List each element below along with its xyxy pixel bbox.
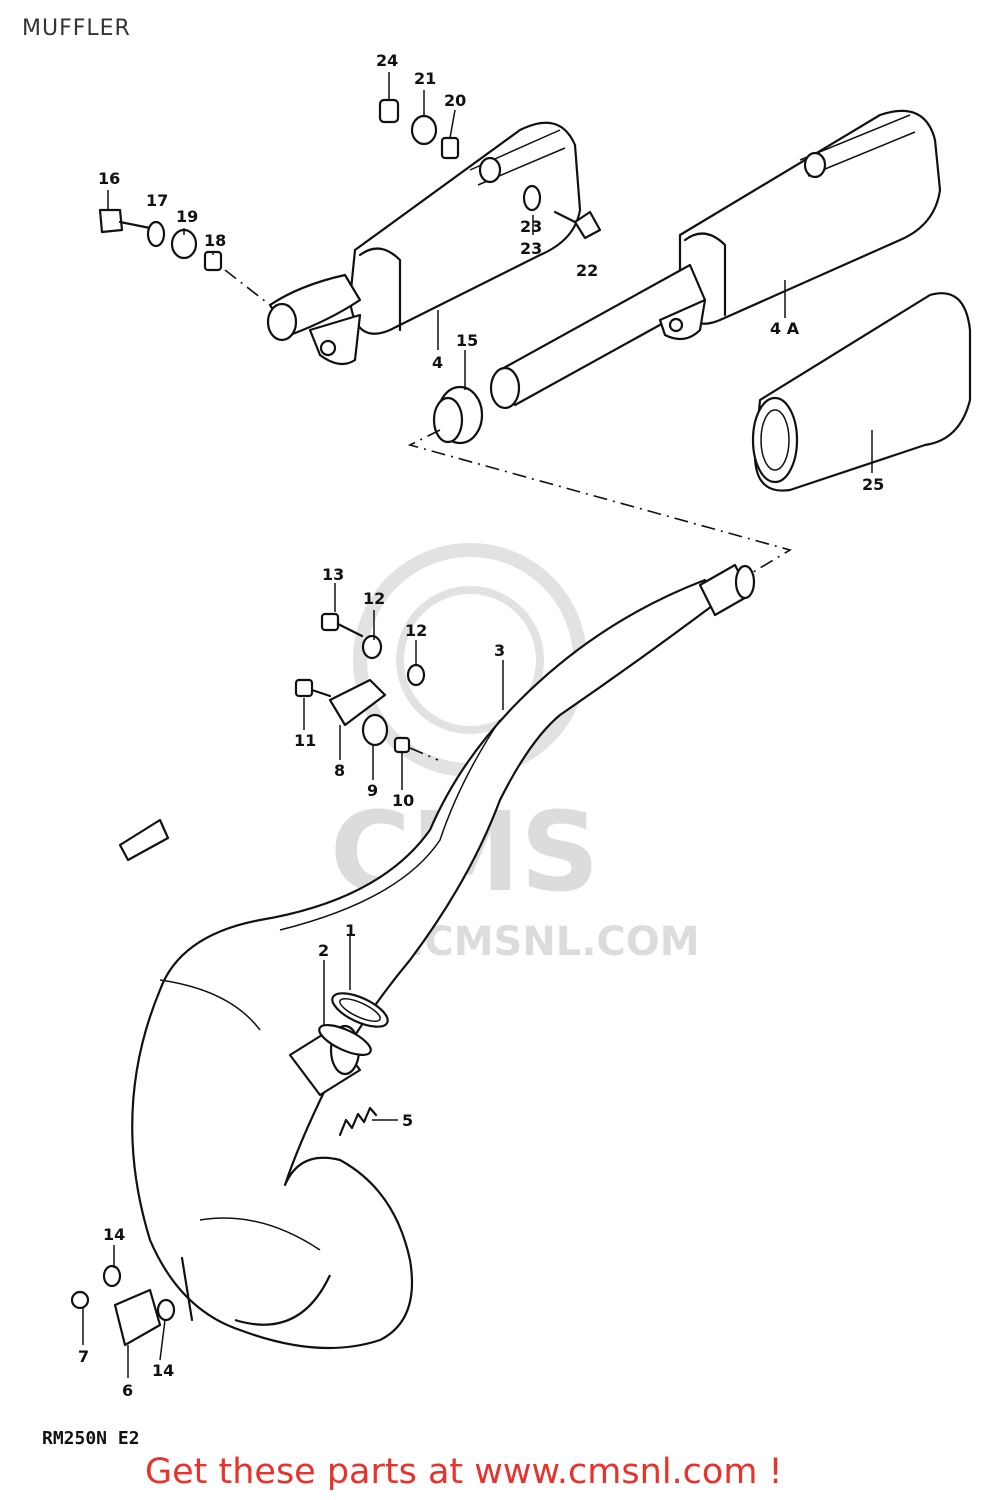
leader-lines [82, 72, 873, 1378]
model-code: RM250N E2 [42, 1428, 140, 1449]
seal-15 [432, 385, 484, 445]
callout-20: 20 [444, 91, 466, 110]
muffler-4a [489, 109, 942, 410]
callout-10: 10 [392, 791, 414, 810]
callout-25: 25 [862, 475, 884, 494]
callout-2: 2 [318, 941, 329, 960]
callout-6: 6 [122, 1381, 133, 1400]
callout-4: 4 [432, 353, 443, 372]
hardware-middle [294, 612, 439, 761]
hardware-top [98, 98, 602, 306]
watermark-ring [353, 543, 587, 777]
callout-12-a: 12 [363, 589, 385, 608]
page-title: MUFFLER [22, 16, 131, 41]
callout-9: 9 [367, 781, 378, 800]
callout-22: 22 [576, 261, 598, 280]
cta-link[interactable]: Get these parts at www.cmsnl.com ! [145, 1452, 783, 1492]
callout-4a: 4 A [770, 319, 800, 338]
exhaust-pipe-3 [131, 563, 756, 1350]
callout-3: 3 [494, 641, 505, 660]
gaskets [318, 992, 389, 1057]
callout-8: 8 [334, 761, 345, 780]
front-arrow-icon [118, 818, 170, 862]
callout-14-a: 14 [103, 1225, 125, 1244]
callout-14-b: 14 [152, 1361, 174, 1380]
muffler-cover-25 [751, 292, 972, 492]
callout-11: 11 [294, 731, 316, 750]
callout-numbers: 24 21 20 16 17 19 18 23 23 22 4 4 A 15 2… [78, 51, 884, 1400]
callout-17: 17 [146, 191, 168, 210]
callout-21: 21 [414, 69, 436, 88]
callout-19: 19 [176, 207, 198, 226]
callout-15: 15 [456, 331, 478, 350]
callout-24: 24 [376, 51, 398, 70]
callout-12-b: 12 [405, 621, 427, 640]
callout-13: 13 [322, 565, 344, 584]
hardware-bottom [70, 1264, 176, 1347]
callout-23-b: 23 [520, 217, 542, 236]
callout-16: 16 [98, 169, 120, 188]
callout-1: 1 [345, 921, 356, 940]
spring-5 [338, 1106, 378, 1137]
callout-5: 5 [402, 1111, 413, 1130]
watermark-inner-ring [396, 586, 544, 734]
callout-23-a: 23 [520, 239, 542, 258]
callout-18: 18 [204, 231, 226, 250]
connection-line [407, 429, 793, 581]
muffler-4 [266, 121, 582, 366]
callout-7: 7 [78, 1347, 89, 1366]
